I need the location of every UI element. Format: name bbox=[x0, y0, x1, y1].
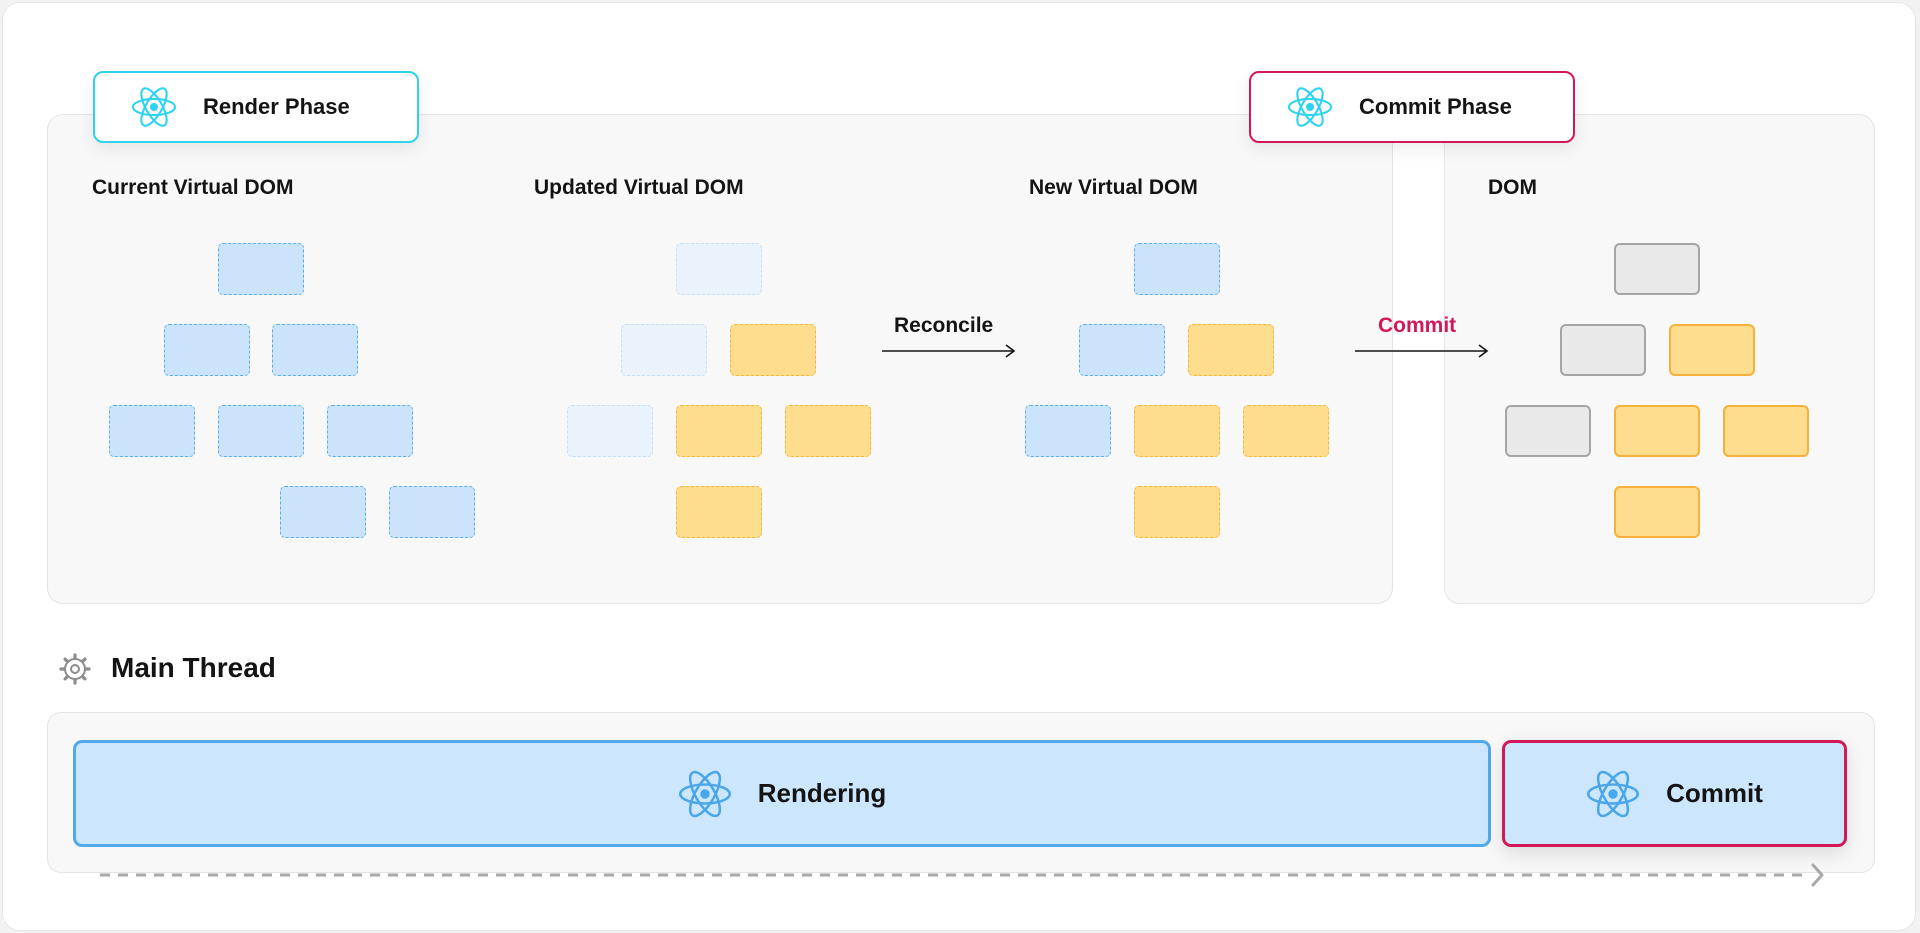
tree-node bbox=[1134, 243, 1220, 295]
react-atom-icon bbox=[678, 770, 731, 817]
commit-phase-label: Commit Phase bbox=[1359, 94, 1512, 119]
dom-node-updated bbox=[1614, 486, 1700, 538]
tree-node bbox=[109, 405, 195, 457]
dom-node-updated bbox=[1614, 405, 1700, 457]
react-atom-icon bbox=[1587, 770, 1640, 817]
tree-node-changed bbox=[1134, 486, 1220, 538]
tree-node-changed bbox=[676, 486, 762, 538]
tree-node bbox=[567, 405, 653, 457]
tree-node bbox=[389, 486, 475, 538]
dom-panel bbox=[1444, 114, 1875, 604]
tree-node-changed bbox=[730, 324, 816, 376]
render-phase-badge: Render Phase bbox=[93, 71, 419, 143]
tree-node bbox=[218, 405, 304, 457]
commit-arrow bbox=[1355, 344, 1489, 358]
tree-node-changed bbox=[1134, 405, 1220, 457]
dom-node bbox=[1560, 324, 1646, 376]
gear-icon bbox=[59, 653, 91, 685]
tree-node bbox=[280, 486, 366, 538]
react-atom-icon bbox=[131, 87, 177, 127]
reconcile-label: Reconcile bbox=[894, 314, 994, 337]
main-thread-title: Main Thread bbox=[111, 652, 276, 683]
tree-node bbox=[272, 324, 358, 376]
tree-node bbox=[1025, 405, 1111, 457]
rendering-block: Rendering bbox=[73, 740, 1491, 847]
updated-virtual-dom-title: Updated Virtual DOM bbox=[534, 176, 744, 199]
tree-node bbox=[676, 243, 762, 295]
render-phase-label: Render Phase bbox=[203, 94, 350, 119]
commit-arrow-label: Commit bbox=[1378, 314, 1457, 337]
dom-node bbox=[1505, 405, 1591, 457]
tree-node bbox=[327, 405, 413, 457]
commit-label: Commit bbox=[1666, 778, 1763, 808]
tree-node bbox=[1079, 324, 1165, 376]
new-virtual-dom-title: New Virtual DOM bbox=[1029, 176, 1198, 199]
commit-block: Commit bbox=[1502, 740, 1847, 847]
timeline-arrow bbox=[100, 863, 1824, 887]
tree-node bbox=[164, 324, 250, 376]
react-atom-icon bbox=[1287, 87, 1333, 127]
tree-node-changed bbox=[1243, 405, 1329, 457]
dom-node-updated bbox=[1669, 324, 1755, 376]
dom-node bbox=[1614, 243, 1700, 295]
tree-node-changed bbox=[785, 405, 871, 457]
rendering-label: Rendering bbox=[757, 778, 887, 808]
commit-phase-badge: Commit Phase bbox=[1249, 71, 1575, 143]
tree-node-changed bbox=[676, 405, 762, 457]
dom-node-updated bbox=[1723, 405, 1809, 457]
current-virtual-dom-title: Current Virtual DOM bbox=[92, 176, 294, 199]
dom-title: DOM bbox=[1488, 176, 1537, 199]
tree-node bbox=[218, 243, 304, 295]
tree-node-changed bbox=[1188, 324, 1274, 376]
reconcile-arrow bbox=[882, 344, 1016, 358]
tree-node bbox=[621, 324, 707, 376]
